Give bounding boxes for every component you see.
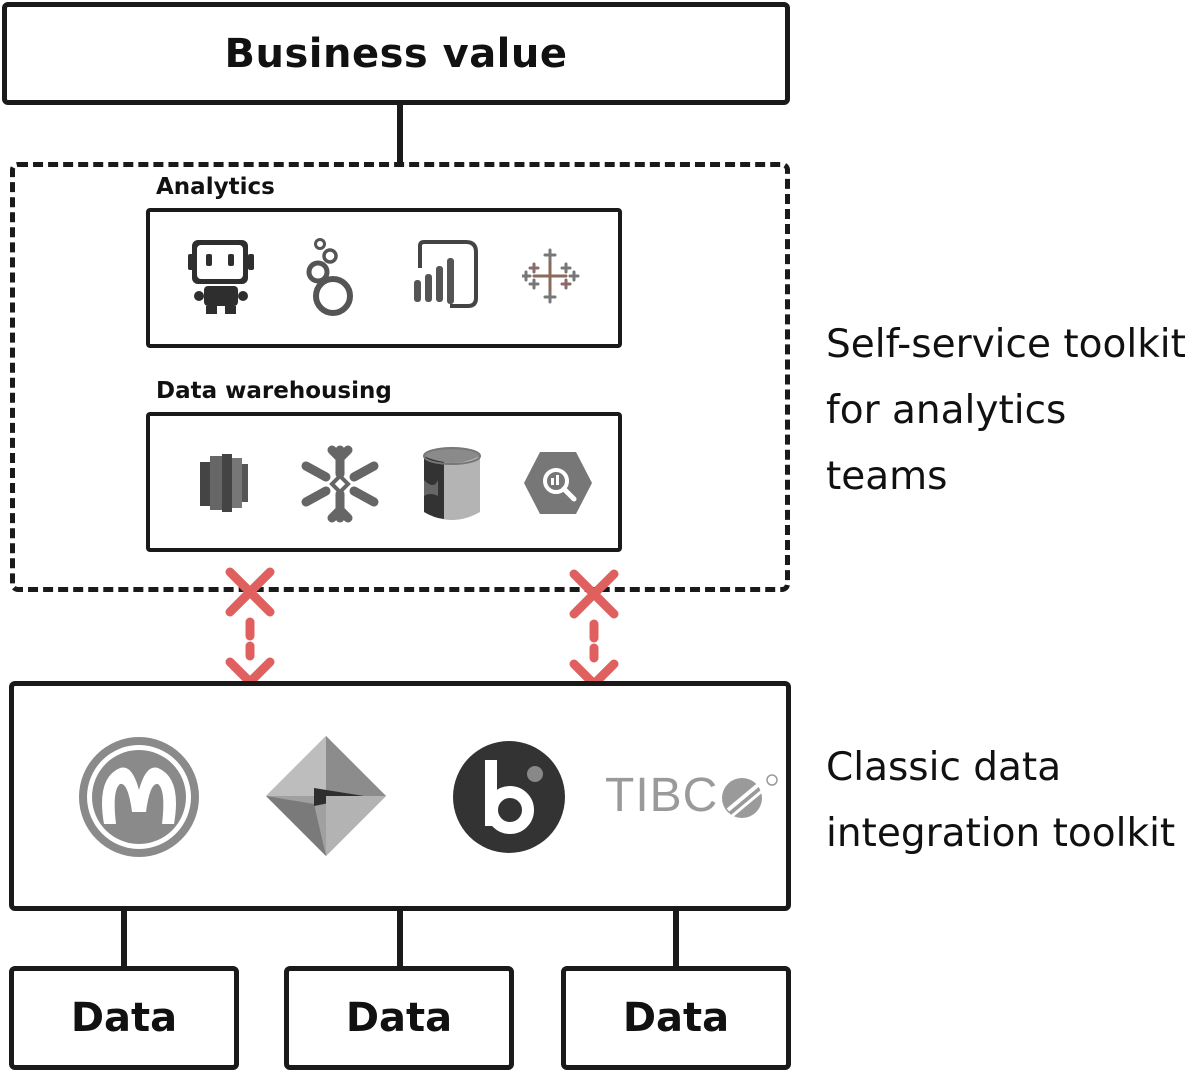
self-service-label-line2: for analytics teams	[826, 388, 1067, 499]
bigquery-icon	[524, 452, 592, 514]
classic-label-line1: Classic data	[826, 745, 1062, 790]
connector-line	[397, 104, 403, 164]
redshift-icon	[200, 454, 248, 512]
data-source-label: Data	[70, 995, 178, 1041]
classic-integration-toolkit-label: Classic data integration toolkit	[826, 735, 1175, 867]
looker-icon	[306, 238, 353, 316]
business-value-label: Business value	[224, 30, 568, 77]
power-bi-icon	[414, 240, 478, 308]
data-connector-2	[397, 908, 403, 968]
tibco-globe-icon	[722, 773, 779, 818]
self-service-toolkit-container	[10, 162, 790, 592]
self-service-label-line1: Self-service toolkit	[826, 322, 1186, 367]
classic-label-line2: integration toolkit	[826, 811, 1176, 856]
tibco-logo: TIBC	[605, 768, 779, 823]
analytics-label: Analytics	[156, 174, 275, 200]
boomi-icon	[453, 741, 565, 853]
self-service-toolkit-label: Self-service toolkit for analytics teams	[826, 312, 1200, 510]
mulesoft-icon	[79, 737, 199, 857]
data-source-label: Data	[345, 995, 453, 1041]
data-source-box-2: Data	[284, 966, 514, 1070]
business-value-box: Business value	[2, 2, 790, 105]
robot-icon	[188, 240, 254, 314]
data-connector-1	[121, 908, 127, 968]
tibco-text: TIBC	[605, 769, 719, 822]
tableau-icon	[522, 248, 580, 304]
data-connector-3	[673, 908, 679, 968]
data-warehousing-label: Data warehousing	[156, 378, 392, 404]
data-source-label: Data	[622, 995, 730, 1041]
data-source-box-3: Data	[561, 966, 791, 1070]
snowflake-icon	[301, 445, 379, 523]
data-source-box-1: Data	[9, 966, 239, 1070]
informatica-icon	[266, 736, 386, 856]
database-cylinder-icon	[423, 447, 481, 520]
